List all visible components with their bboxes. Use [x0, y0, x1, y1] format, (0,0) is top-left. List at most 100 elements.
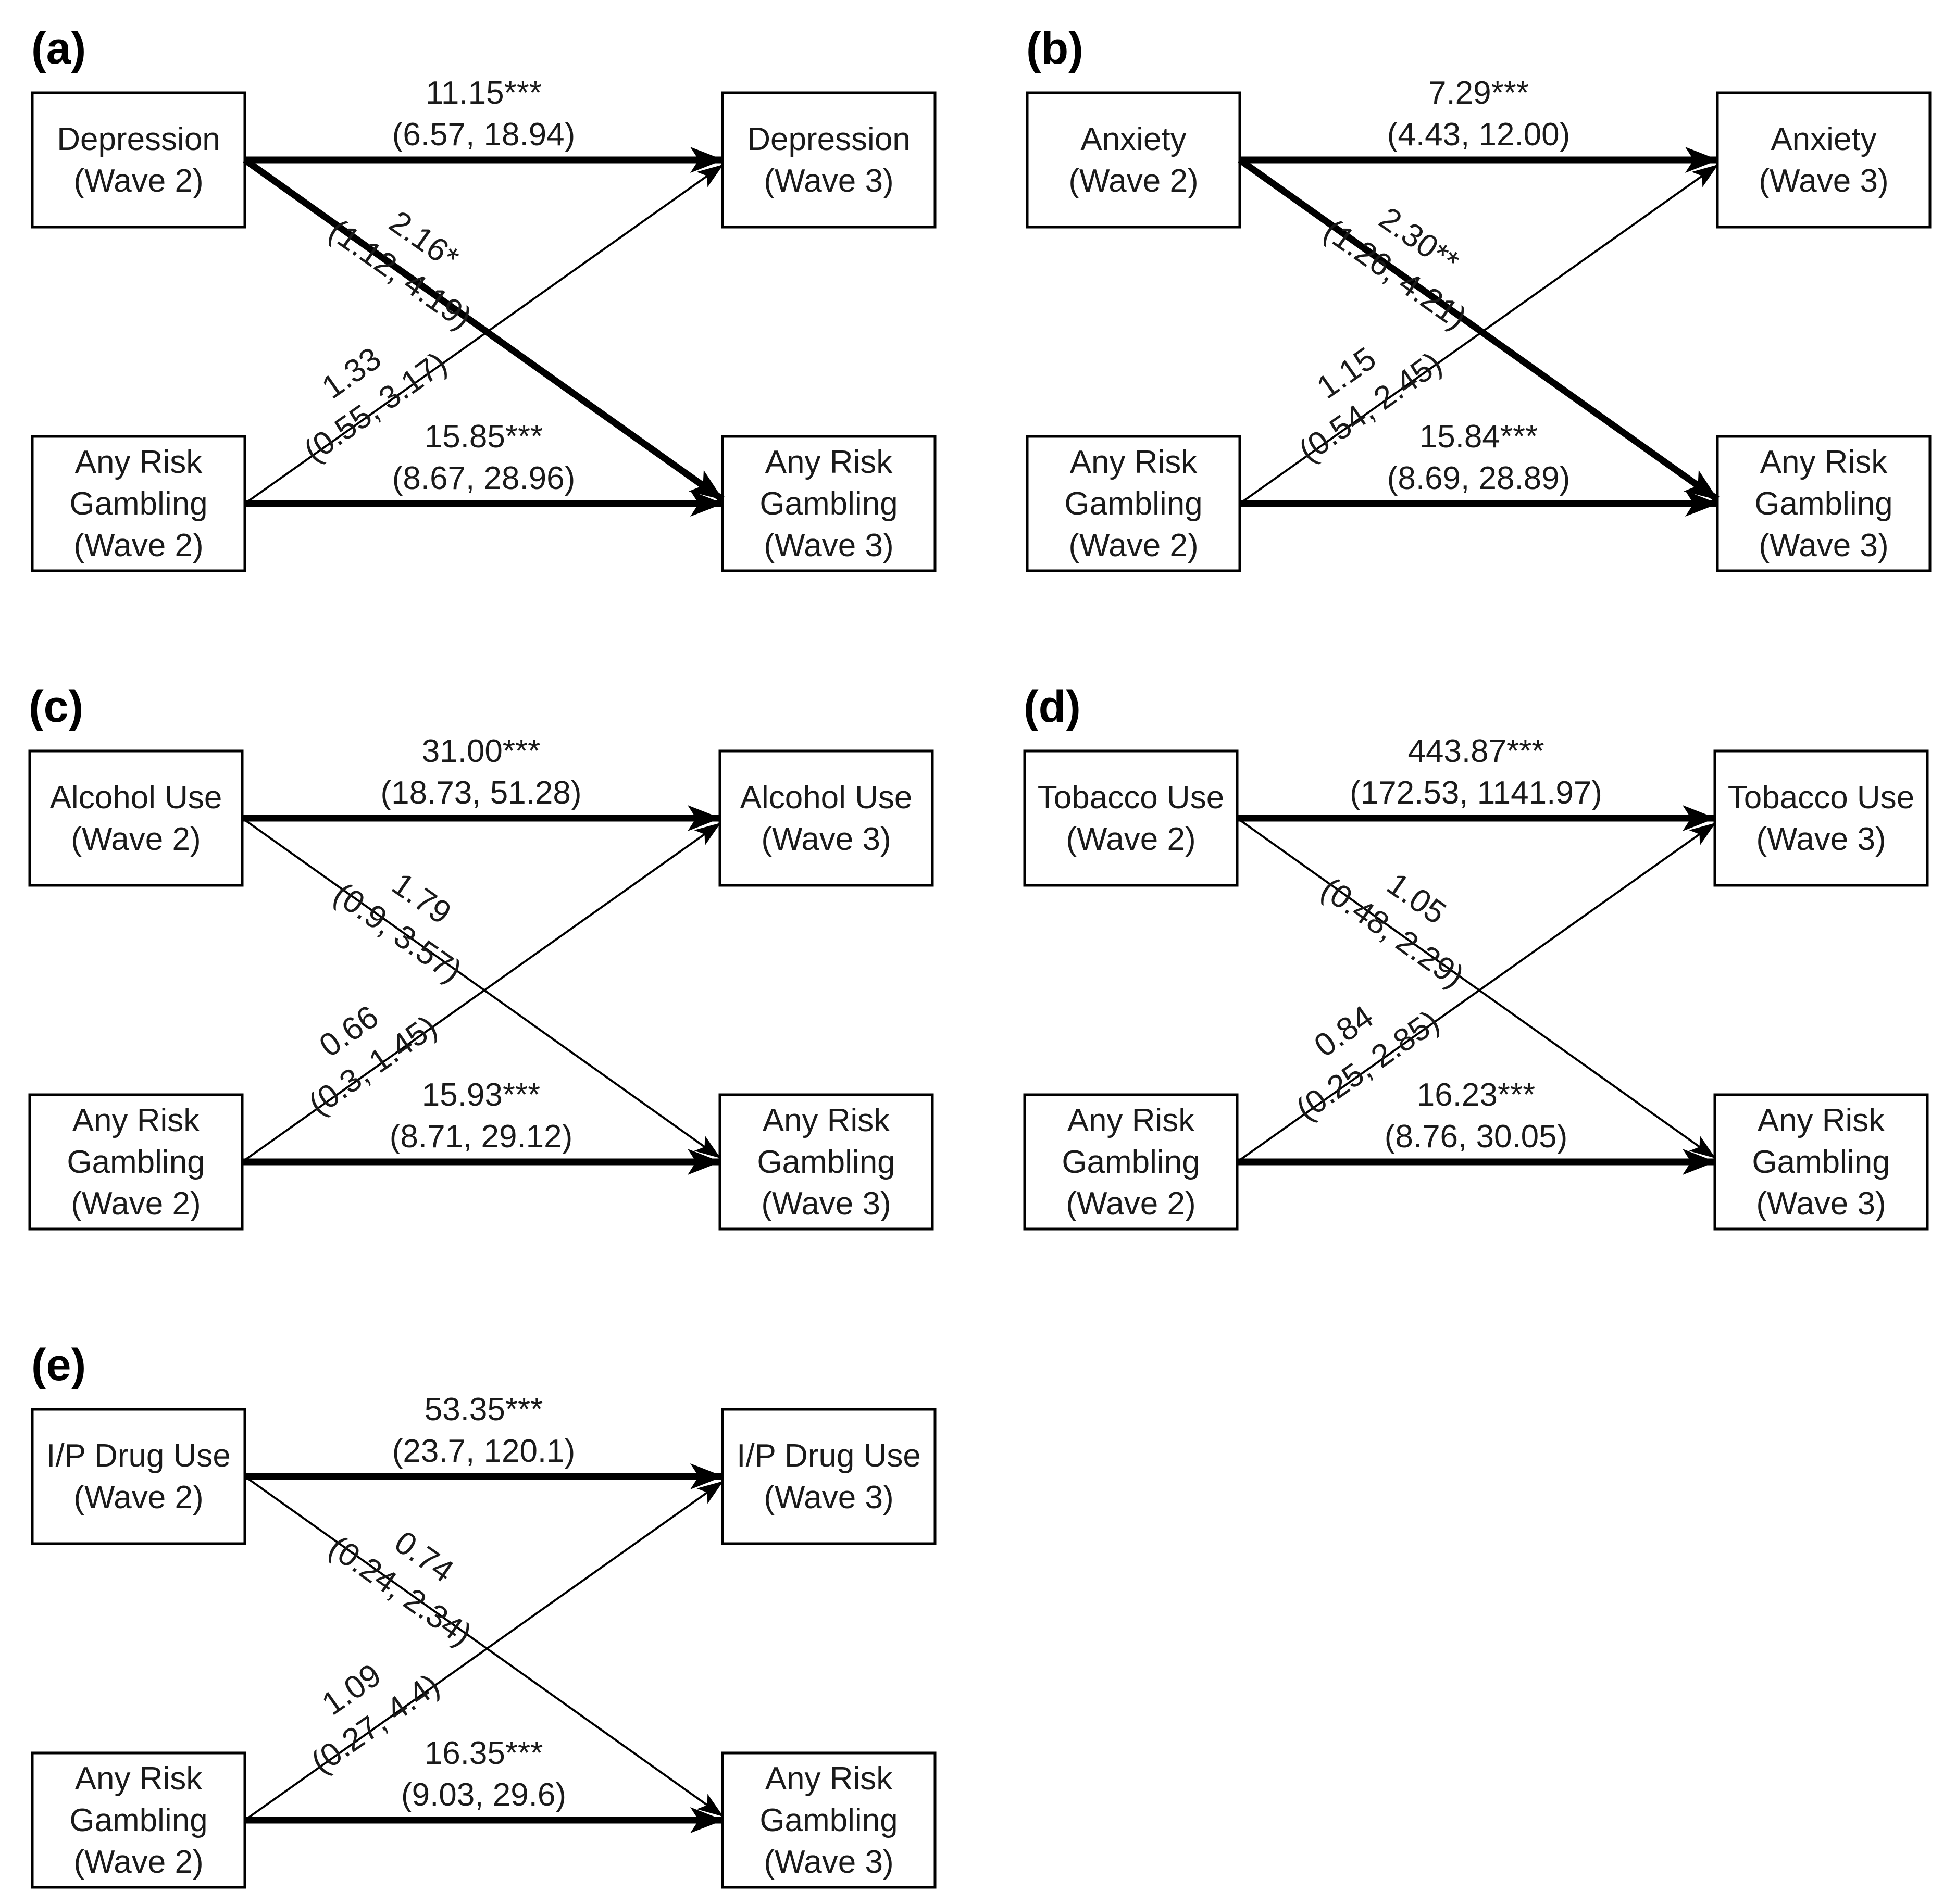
label-exposure-stability-estimate: 53.35***: [425, 1392, 543, 1427]
label-gambling-stability-estimate: 15.85***: [425, 419, 543, 455]
arrow-gambling-to-exposure: [1239, 164, 1718, 505]
node-exposure-wave3-box: [721, 1408, 937, 1545]
node-gambling-wave2-line-1: Any Risk: [1070, 444, 1198, 480]
label-gambling-stability-estimate: 16.23***: [1417, 1077, 1536, 1113]
label-exposure-stability-estimate: 31.00***: [422, 733, 541, 769]
node-gambling-wave3-line-3: (Wave 3): [1756, 1186, 1886, 1222]
node-exposure-wave2-line-2: (Wave 2): [1068, 163, 1198, 199]
node-exposure-wave2: Tobacco Use(Wave 2): [1023, 749, 1239, 887]
label-exposure-stability: 53.35*** (23.7, 120.1): [392, 1392, 576, 1469]
panel-letter: (d): [1024, 682, 1081, 732]
arrow-gambling-to-exposure: [244, 1481, 724, 1821]
panel-letter: (e): [31, 1340, 86, 1390]
node-exposure-wave3: Alcohol Use(Wave 3): [718, 749, 934, 887]
label-exposure-to-gambling: 2.16*(1.12, 4.19): [322, 204, 478, 337]
arrow-exposure-to-gambling: [241, 817, 721, 1159]
label-gambling-to-exposure: 1.09(0.27, 4.4): [305, 1657, 446, 1781]
label-exposure-to-gambling: 2.30**(1.26, 4.21): [1317, 201, 1473, 336]
node-gambling-wave3-line-2: Gambling: [759, 486, 898, 522]
label-gambling-stability-ci: (8.71, 29.12): [390, 1119, 573, 1155]
node-gambling-wave2-line-1: Any Risk: [75, 1761, 203, 1797]
node-exposure-wave2-line-2: (Wave 2): [73, 1480, 203, 1515]
node-gambling-wave3-line-1: Any Risk: [763, 1103, 891, 1138]
label-gambling-stability: 15.85*** (8.67, 28.96): [392, 419, 576, 496]
node-gambling-wave2-line-3: (Wave 2): [71, 1186, 201, 1222]
label-exposure-stability-ci: (172.53, 1141.97): [1350, 775, 1602, 811]
label-exposure-to-gambling: 1.05(0.48, 2.29): [1315, 866, 1471, 995]
node-gambling-wave3-box: [718, 1093, 934, 1231]
node-gambling-wave3-line-1: Any Risk: [765, 1761, 893, 1797]
label-gambling-stability: 15.93*** (8.71, 29.12): [390, 1077, 573, 1155]
node-exposure-wave3: Depression(Wave 3): [721, 91, 937, 229]
node-exposure-wave2-line-2: (Wave 2): [73, 163, 203, 199]
node-gambling-wave2-line-3: (Wave 2): [73, 528, 203, 563]
label-exposure-stability-estimate: 443.87***: [1407, 733, 1544, 769]
label-exposure-stability-ci: (23.7, 120.1): [392, 1433, 576, 1469]
label-exposure-stability-ci: (4.43, 12.00): [1387, 117, 1571, 153]
node-exposure-wave2-box: [31, 1408, 246, 1545]
node-gambling-wave3-line-3: (Wave 3): [1759, 528, 1888, 563]
label-gambling-stability: 16.35***(9.03, 29.6): [401, 1735, 566, 1813]
node-exposure-wave3: Anxiety(Wave 3): [1716, 91, 1932, 229]
node-gambling-wave3-box: [721, 1751, 937, 1889]
label-gambling-stability: 15.84***(8.69, 28.89): [1387, 419, 1571, 496]
node-gambling-wave3-line-3: (Wave 3): [764, 1844, 893, 1880]
node-gambling-wave2-line-1: Any Risk: [1067, 1103, 1195, 1138]
label-gambling-stability-ci: (8.76, 30.05): [1385, 1119, 1568, 1155]
panel-c: (c) Alcohol Use (Wave 2) Alcohol Use(Wave 3…: [28, 682, 934, 1231]
label-exposure-stability-ci: (6.57, 18.94): [392, 117, 576, 153]
node-gambling-wave2-line-1: Any Risk: [75, 444, 203, 480]
node-exposure-wave2-line-2: (Wave 2): [1066, 821, 1195, 857]
arrow-gambling-to-exposure: [1236, 822, 1716, 1163]
node-exposure-wave3-line-2: (Wave 3): [1756, 821, 1886, 857]
arrow-exposure-to-gambling: [243, 157, 725, 503]
panel-d: (d) Tobacco Use(Wave 2) Tobacco Use (Wave 3…: [1023, 682, 1929, 1231]
node-exposure-wave3-box: [1713, 749, 1929, 887]
node-exposure-wave3-line-1: Depression: [747, 121, 911, 157]
node-gambling-wave2-box: [28, 1093, 244, 1231]
node-gambling-wave3-line-2: Gambling: [759, 1802, 898, 1838]
label-gambling-stability-estimate: 15.93***: [422, 1077, 541, 1113]
node-gambling-wave3-line-1: Any Risk: [765, 444, 893, 480]
label-exposure-to-gambling: 1.79(0.9, 3.57): [327, 866, 468, 990]
label-exposure-stability-ci: (18.73, 51.28): [380, 775, 581, 811]
label-exposure-stability-estimate: 11.15***: [426, 75, 542, 111]
node-gambling-wave3-line-1: Any Risk: [1760, 444, 1888, 480]
label-exposure-stability-estimate: 7.29***: [1428, 75, 1529, 111]
node-exposure-wave3-box: [1716, 91, 1932, 229]
node-exposure-wave2: Anxiety(Wave 2): [1026, 91, 1241, 229]
node-exposure-wave3-line-1: Alcohol Use: [740, 780, 913, 816]
label-gambling-stability-ci: (8.67, 28.96): [392, 460, 576, 496]
label-gambling-stability-estimate: 15.84***: [1419, 419, 1538, 455]
label-gambling-stability-estimate: 16.35***: [425, 1735, 543, 1771]
node-gambling-wave2-line-3: (Wave 2): [73, 1844, 203, 1880]
node-exposure-wave2-box: [1023, 749, 1239, 887]
node-gambling-wave2-box: [1023, 1093, 1239, 1231]
node-gambling-wave2-box: [1026, 435, 1241, 572]
node-exposure-wave3-line-1: Tobacco Use: [1728, 780, 1914, 816]
panel-e: (e)I/P Drug Use(Wave 2)I/P Drug Use(Wave…: [31, 1340, 937, 1889]
node-exposure-wave2: I/P Drug Use(Wave 2): [31, 1408, 246, 1545]
node-exposure-wave3-line-2: (Wave 3): [764, 1480, 893, 1515]
node-exposure-wave3: Tobacco Use (Wave 3): [1713, 749, 1929, 887]
node-exposure-wave3-line-1: I/P Drug Use: [737, 1438, 921, 1474]
label-gambling-to-exposure: 0.66(0.3, 1.45): [302, 999, 443, 1123]
panel-letter: (c): [29, 682, 83, 732]
node-exposure-wave2-box: [31, 91, 246, 229]
label-exposure-stability: 31.00*** (18.73, 51.28): [380, 733, 581, 811]
node-gambling-wave2-line-3: (Wave 2): [1066, 1186, 1195, 1222]
node-gambling-wave3-line-1: Any Risk: [1758, 1103, 1886, 1138]
node-gambling-wave3-line-2: Gambling: [757, 1144, 895, 1180]
node-gambling-wave3-line-3: (Wave 3): [761, 1186, 891, 1222]
node-gambling-wave2-line-1: Any Risk: [72, 1103, 201, 1138]
